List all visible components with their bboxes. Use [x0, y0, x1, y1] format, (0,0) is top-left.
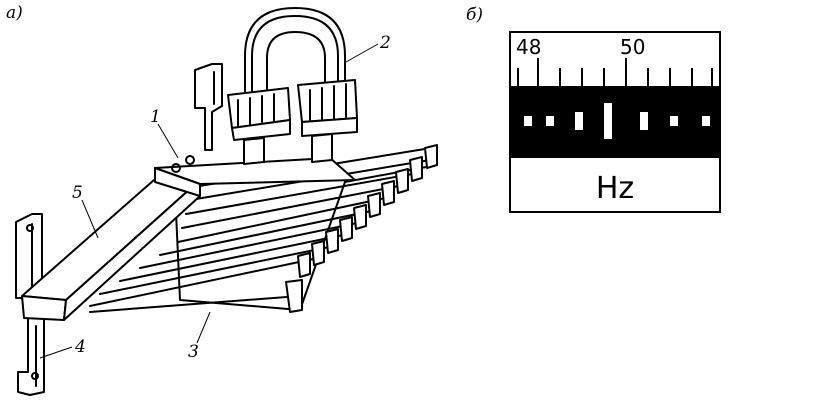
scale-ticks	[517, 58, 713, 86]
reed-indicators	[524, 103, 710, 139]
scale-value-left: 48	[516, 35, 541, 59]
callout-4: 4	[74, 337, 86, 357]
callout-5: 5	[72, 183, 83, 203]
panel-a-label: а)	[6, 3, 23, 23]
rear-bracket	[194, 63, 223, 151]
support-bar	[21, 179, 201, 321]
reed-flag	[640, 112, 648, 130]
electromagnet	[227, 7, 358, 165]
reed-flag	[604, 103, 612, 139]
mounting-bracket	[15, 213, 45, 396]
callout-3: 3	[188, 342, 199, 362]
callout-2: 2	[379, 33, 391, 53]
scale-value-right: 50	[620, 35, 645, 59]
unit-label: Hz	[596, 171, 634, 206]
reed-comb	[89, 144, 438, 313]
reed-flag	[670, 116, 678, 126]
reed-window	[510, 86, 720, 156]
panel-b-label: б)	[466, 5, 483, 25]
reed-flag	[575, 112, 583, 130]
base-plate	[154, 155, 356, 197]
callout-1: 1	[150, 107, 161, 127]
frequency-scale: б) 48 50 Hz	[466, 5, 721, 213]
reed-flag	[546, 116, 554, 126]
reed-mechanism-drawing: 1 2 3 4 5 а)	[6, 3, 438, 396]
callout-leaders	[39, 43, 379, 359]
reed-flag	[524, 116, 532, 126]
reed-flag	[702, 116, 710, 126]
